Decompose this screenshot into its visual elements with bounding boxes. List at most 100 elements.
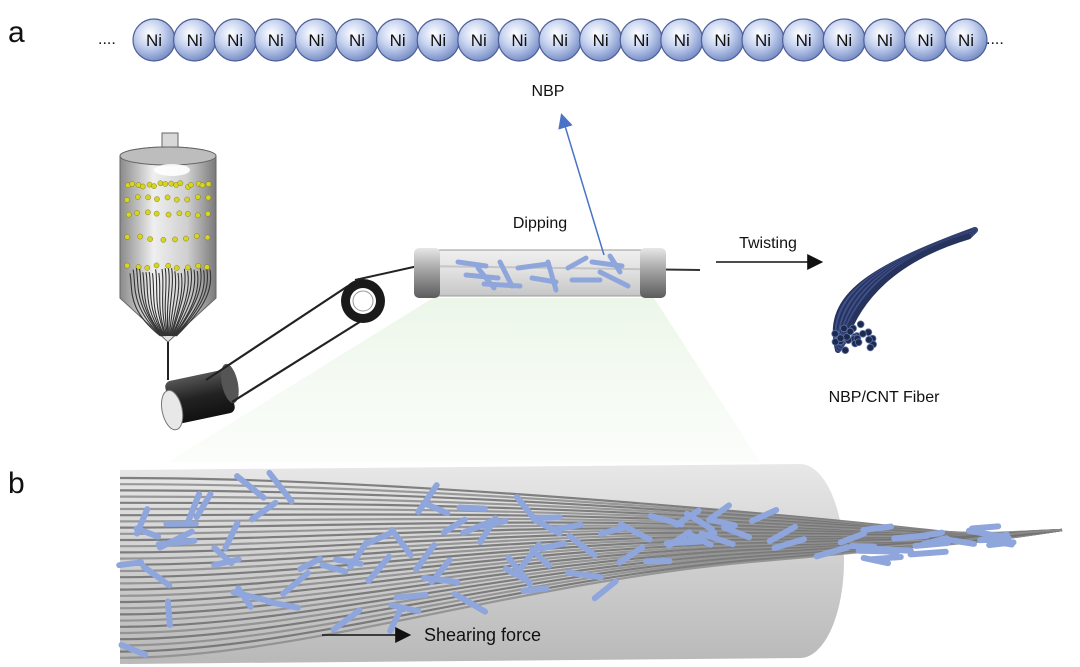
cnt-tube	[175, 269, 208, 337]
cnt-tube	[174, 268, 202, 337]
nbp-rod	[393, 591, 429, 601]
catalyst-dot	[129, 181, 135, 187]
cnt-tube	[158, 272, 167, 337]
nbp-rod	[616, 544, 646, 566]
nbp-rod	[545, 259, 559, 293]
magnification-cone	[168, 298, 760, 462]
catalyst-dot	[195, 194, 201, 200]
nbp-rod	[939, 535, 977, 547]
catalyst-dot	[193, 233, 200, 239]
nbp-rod	[837, 530, 868, 546]
catalyst-dot	[153, 262, 160, 269]
fiber-end	[831, 338, 840, 346]
catalyst-dot	[173, 196, 180, 203]
nbp-rod	[415, 482, 440, 515]
ni-atom-label: Ni	[917, 31, 933, 50]
cnt-tube	[174, 270, 205, 337]
panel-label-a: a	[8, 16, 25, 49]
nbp-rod	[965, 527, 1003, 540]
ni-atom: Ni	[944, 18, 988, 62]
catalyst-dot	[176, 210, 183, 217]
reactor-vessel	[119, 132, 217, 343]
nbp-rods-in-tube	[455, 253, 631, 293]
catalyst-dot	[185, 211, 191, 217]
ni-atom: Ni	[173, 18, 217, 62]
ni-atom-label: Ni	[633, 31, 649, 50]
cnt-tube	[161, 268, 168, 337]
ni-atom-label: Ni	[877, 31, 893, 50]
nbp-rod	[116, 559, 145, 569]
collection-spool	[160, 363, 239, 431]
nbp-rod	[863, 545, 900, 556]
nbp-rod	[456, 504, 488, 512]
ni-atom-label: Ni	[349, 31, 365, 50]
ni-atom-label: Ni	[552, 31, 568, 50]
nbp-rod	[133, 506, 151, 537]
nbp-rod	[388, 526, 414, 559]
nbp-rod	[387, 607, 403, 634]
nbp-rod	[481, 281, 523, 289]
catalyst-dot	[205, 210, 211, 217]
catalyst-dot	[153, 210, 160, 217]
fiber-end	[836, 334, 845, 342]
fiber-thread-return	[231, 317, 367, 403]
nbp-rod	[440, 516, 468, 536]
nbp-rod	[193, 491, 214, 521]
nbp-rod	[597, 269, 631, 289]
catalyst-dot	[183, 235, 189, 242]
ni-atom: Ni	[457, 18, 501, 62]
twisted-fiber-bundle	[831, 227, 978, 355]
catalyst-dot	[145, 194, 151, 201]
twisting-label: Twisting	[739, 235, 797, 252]
nbp-rod	[868, 554, 904, 563]
nbp-label: NBP	[532, 83, 565, 100]
nbp-rod	[591, 578, 619, 602]
chain-dots-right: ....	[986, 31, 1004, 48]
nbp-rod	[388, 602, 422, 615]
cnt-tube	[173, 270, 199, 337]
fiber-end	[856, 320, 865, 329]
catalyst-dot	[188, 181, 194, 188]
nbp-rod	[248, 499, 279, 523]
nbp-rod	[230, 589, 271, 604]
nbp-rod	[912, 539, 951, 549]
ni-atom: Ni	[376, 18, 420, 62]
ni-atom: Ni	[538, 18, 582, 62]
ni-atom-label: Ni	[268, 31, 284, 50]
catalyst-dot	[139, 183, 146, 190]
ni-atom-label: Ni	[714, 31, 730, 50]
nbp-rod	[607, 253, 623, 275]
nbp-rod	[460, 516, 499, 536]
nbp-rod	[280, 570, 311, 597]
ni-atom-label: Ni	[390, 31, 406, 50]
nbp-rod	[515, 541, 542, 574]
ni-atom: Ni	[903, 18, 948, 62]
nbp-rod	[766, 523, 798, 545]
nbp-rod	[265, 598, 301, 611]
catalyst-dot	[164, 194, 171, 201]
ni-atom: Ni	[700, 18, 745, 62]
nbp-rod	[234, 473, 267, 501]
shearing-label: Shearing force	[424, 625, 541, 645]
nbp-rod	[421, 500, 451, 517]
nbp-rod	[597, 524, 629, 537]
fiber-label: NBP/CNT Fiber	[829, 389, 941, 406]
cnt-tube	[176, 269, 212, 337]
ni-atom-label: Ni	[187, 31, 203, 50]
cnt-tube	[172, 269, 196, 337]
nbp-rod	[497, 259, 515, 289]
nbp-rod	[566, 532, 598, 559]
fiber-thread-to-roller	[205, 285, 349, 381]
ni-atom-label: Ni	[146, 31, 162, 50]
cnt-tube	[168, 271, 177, 337]
fiber-end	[865, 335, 873, 344]
catalyst-dot	[147, 236, 153, 242]
nbp-rod	[365, 553, 393, 585]
nbp-rod	[297, 555, 324, 573]
nbp-rod	[266, 469, 295, 505]
nbp-rod	[748, 507, 780, 524]
fiber-end	[840, 324, 848, 333]
fiber-thread-to-tube	[354, 265, 419, 281]
nbp-rod	[891, 532, 931, 542]
